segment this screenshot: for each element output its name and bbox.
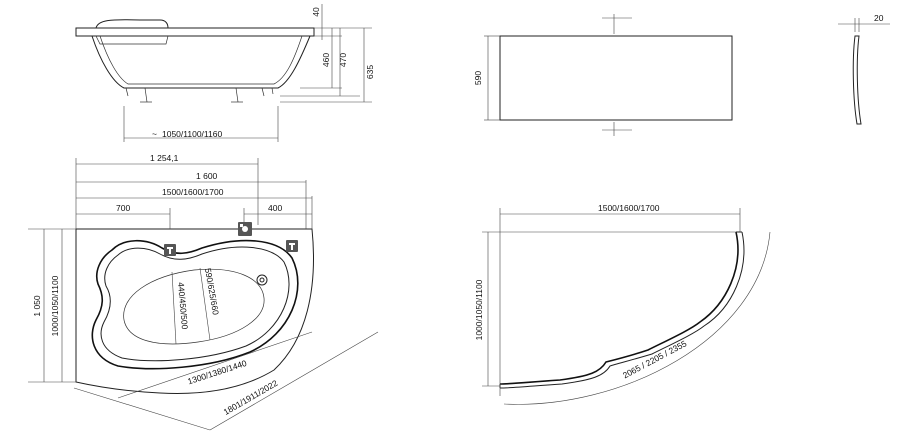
- label-top-700: 700: [116, 203, 130, 213]
- top-view: 1 254,1 1 600 1500/1600/1700 700 400 1 0…: [28, 153, 379, 431]
- label-panel-height: 590: [473, 71, 483, 85]
- label-side-460: 460: [321, 53, 331, 67]
- shower-icon: [238, 222, 252, 236]
- label-diagonal: 1801/1911/2022: [222, 378, 280, 417]
- label-top-1254: 1 254,1: [150, 153, 179, 163]
- label-top-lengths: 1500/1600/1700: [162, 187, 224, 197]
- label-side-635: 635: [365, 65, 375, 79]
- faucet-icon: [164, 244, 176, 256]
- label-top-1050: 1 050: [32, 295, 42, 317]
- label-side-approx: ~: [152, 129, 157, 139]
- label-side-40: 40: [311, 7, 321, 17]
- side-view: 40 460 470 635 ~ 1050/1100/1160: [75, 4, 375, 142]
- label-panel-thickness: 20: [874, 13, 884, 23]
- label-top-1600: 1 600: [196, 171, 218, 181]
- label-basin-widths: 440/450/500: [176, 282, 190, 330]
- label-panel2-height: 1000/1050/1100: [474, 279, 484, 340]
- label-panel2-length: 1500/1600/1700: [598, 203, 660, 213]
- label-side-length: 1050/1100/1160: [162, 129, 222, 139]
- label-top-widths: 1000/1050/1100: [50, 275, 60, 336]
- panel-front-view: 590: [473, 14, 733, 136]
- label-side-470: 470: [338, 53, 348, 67]
- curved-panel-view: 1500/1600/1700 1000/1050/1100 2065 / 220…: [474, 203, 771, 405]
- faucet-icon: [286, 240, 298, 252]
- panel-side-view: 20: [838, 13, 890, 125]
- label-top-400: 400: [268, 203, 282, 213]
- label-panel2-arc: 2065 / 2205 / 2355: [621, 338, 689, 380]
